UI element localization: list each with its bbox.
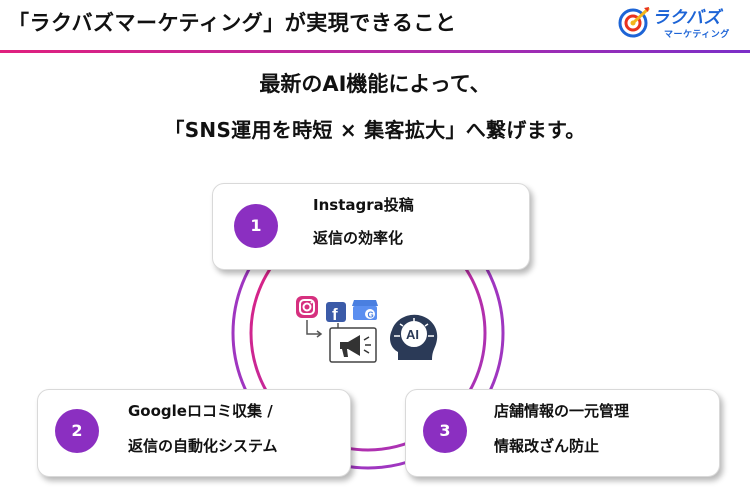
- feature-card-1: 1 Instagra投稿 返信の効率化: [212, 183, 530, 270]
- feature-card-3: 3 店舗情報の一元管理 情報改ざん防止: [405, 389, 720, 477]
- feature-description: 返信の自動化システム: [128, 437, 278, 455]
- ai-head-icon: AI: [390, 314, 438, 360]
- instagram-icon: [296, 296, 318, 318]
- feature-card-2: 2 Googleロコミ収集 / 返信の自動化システム: [37, 389, 351, 477]
- feature-description: 返信の効率化: [313, 229, 404, 247]
- feature-number-badge: 2: [55, 409, 99, 453]
- feature-number-badge: 3: [423, 409, 467, 453]
- center-icon-cluster: f G AI: [296, 296, 438, 363]
- brand-logo: ラクバズ マーケティング: [618, 3, 746, 45]
- svg-text:AI: AI: [406, 327, 419, 342]
- headline-line-2: 「SNS運用を時短 × 集客拡大」へ繋げます。: [164, 118, 586, 142]
- svg-text:G: G: [368, 311, 374, 320]
- feature-title: 店舗情報の一元管理: [494, 402, 630, 420]
- page-title: 「ラクバズマーケティング」が実現できること: [8, 11, 457, 35]
- logo-subtitle: マーケティング: [664, 30, 730, 40]
- flow-arrows: [306, 320, 339, 338]
- logo-target-icon: [618, 7, 650, 38]
- feature-title: Instagra投稿: [313, 196, 414, 214]
- facebook-icon: f: [326, 302, 346, 324]
- logo-name: ラクバズ: [652, 8, 722, 28]
- feature-description: 情報改ざん防止: [494, 437, 600, 455]
- svg-text:f: f: [332, 305, 338, 324]
- feature-title: Googleロコミ収集 /: [128, 402, 273, 420]
- feature-number-badge: 1: [234, 204, 278, 248]
- headline-line-1: 最新のAI機能によって、: [259, 72, 491, 96]
- header-divider: [0, 50, 750, 53]
- megaphone-icon: [329, 327, 377, 363]
- google-business-icon: G: [352, 300, 378, 320]
